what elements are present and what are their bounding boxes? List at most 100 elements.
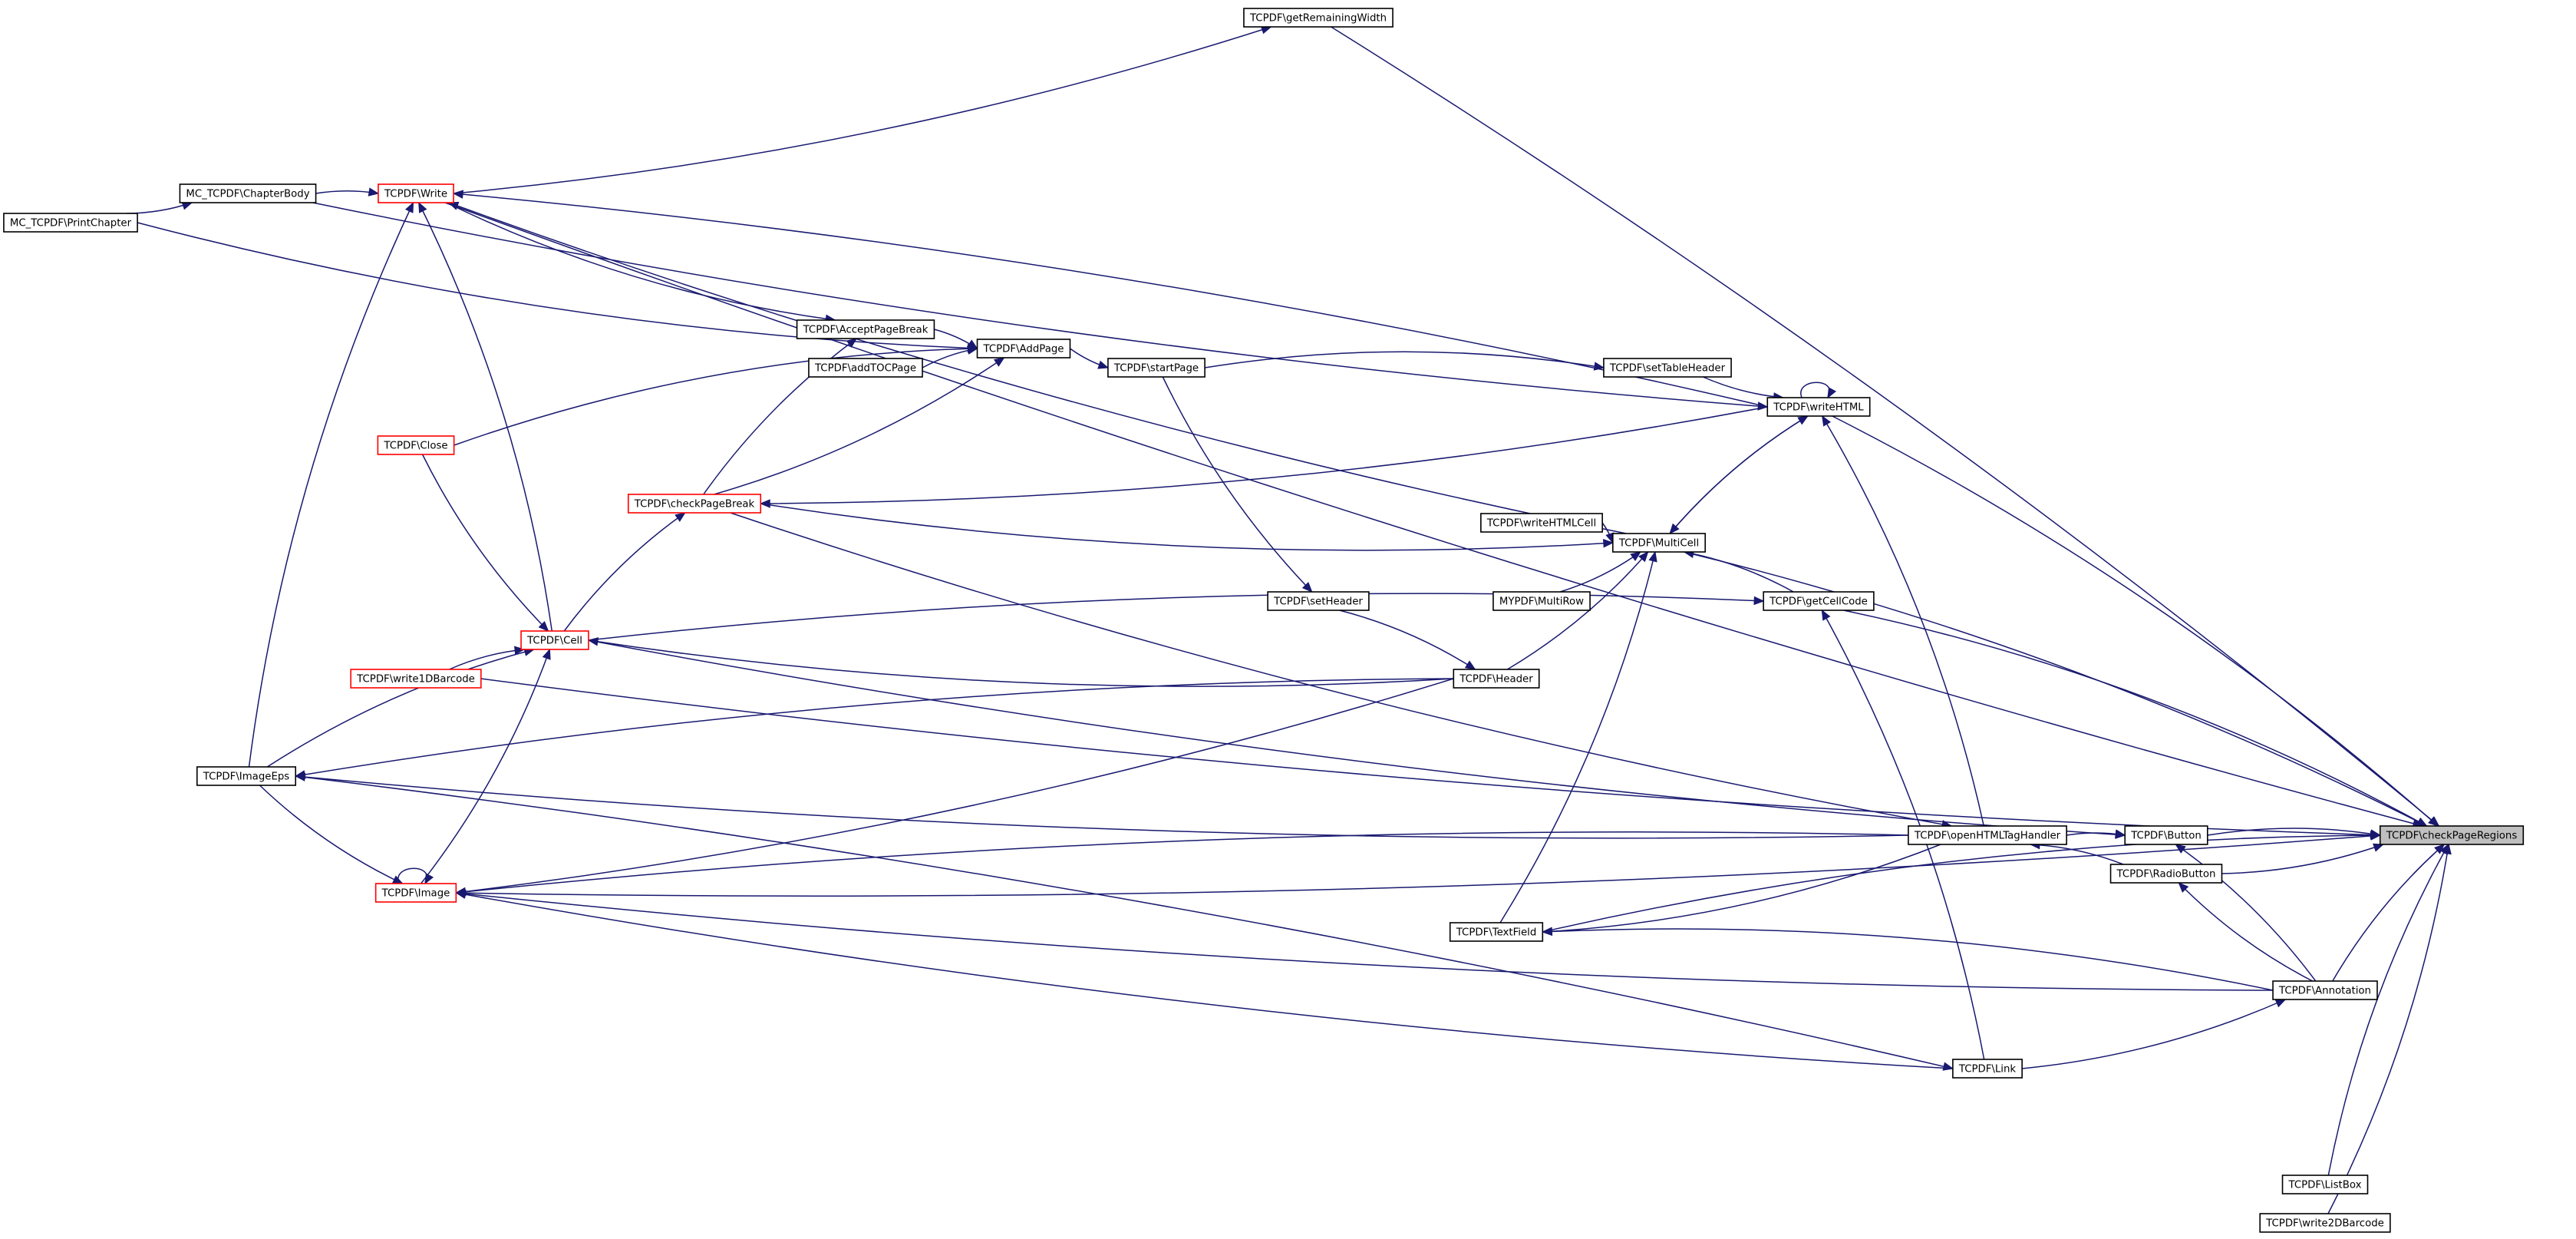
arrowhead bbox=[2416, 817, 2428, 827]
node-box bbox=[808, 358, 923, 378]
node-header[interactable]: TCPDF\Header bbox=[1453, 669, 1540, 689]
node-box bbox=[3, 213, 138, 233]
edge-line bbox=[421, 649, 551, 884]
node-box bbox=[378, 183, 454, 203]
arrowhead bbox=[759, 499, 770, 508]
arrowhead bbox=[1942, 1062, 1954, 1071]
node-box bbox=[196, 766, 297, 786]
edge-line bbox=[312, 202, 1768, 408]
node-write2DBarcode[interactable]: TCPDF\write2DBarcode bbox=[2259, 1213, 2391, 1233]
node-writeHTML[interactable]: TCPDF\writeHTML bbox=[1766, 397, 1871, 417]
edge-line bbox=[2221, 844, 2383, 874]
node-box bbox=[2259, 1213, 2391, 1233]
node-multiRow[interactable]: MYPDF\MultiRow bbox=[1492, 591, 1591, 611]
node-acceptPageBreak[interactable]: TCPDF\AcceptPageBreak bbox=[796, 319, 935, 339]
arrowhead bbox=[2178, 882, 2189, 893]
node-close[interactable]: TCPDF\Close bbox=[377, 435, 455, 455]
node-printChapter[interactable]: MC_TCPDF\PrintChapter bbox=[3, 213, 138, 233]
node-radioButton[interactable]: TCPDF\RadioButton bbox=[2109, 864, 2223, 884]
node-startPage[interactable]: TCPDF\startPage bbox=[1107, 358, 1206, 378]
node-setTableHeader[interactable]: TCPDF\setTableHeader bbox=[1603, 358, 1732, 378]
edge-image-to-cell bbox=[421, 648, 551, 884]
node-label: TCPDF\setHeader bbox=[1273, 596, 1363, 608]
node-button[interactable]: TCPDF\Button bbox=[2124, 825, 2208, 845]
edge-line bbox=[456, 831, 1908, 894]
node-write1DBarcode[interactable]: TCPDF\write1DBarcode bbox=[350, 669, 482, 689]
edge-line bbox=[2327, 844, 2449, 1214]
node-box bbox=[796, 319, 935, 339]
edge-writeHTML-to-multiCell bbox=[1669, 415, 1809, 534]
node-openHTMLTagHandler[interactable]: TCPDF\openHTMLTagHandler bbox=[1908, 825, 2067, 845]
node-annotation[interactable]: TCPDF\Annotation bbox=[2272, 980, 2378, 1000]
node-getCellCode[interactable]: TCPDF\getCellCode bbox=[1763, 591, 1875, 611]
edge-line bbox=[1800, 382, 1830, 398]
arrowhead bbox=[1821, 609, 1831, 621]
edge-listBox-to-checkPageRegions bbox=[2327, 843, 2449, 1176]
edge-line bbox=[456, 892, 1953, 1069]
node-cell[interactable]: TCPDF\Cell bbox=[520, 630, 589, 650]
edge-radioButton-to-checkPageRegions bbox=[2221, 843, 2384, 874]
node-checkPageRegions[interactable]: TCPDF\checkPageRegions bbox=[2379, 825, 2525, 845]
edge-writeHTML-to-checkPageRegions bbox=[1832, 415, 2439, 827]
edge-line bbox=[453, 26, 1272, 194]
arrowhead bbox=[1753, 596, 1765, 606]
node-multiCell[interactable]: TCPDF\MultiCell bbox=[1612, 533, 1706, 553]
node-addTOCPage[interactable]: TCPDF\addTOCPage bbox=[808, 358, 923, 378]
edge-line bbox=[1669, 415, 1809, 534]
node-imageEps[interactable]: TCPDF\ImageEps bbox=[196, 766, 297, 786]
node-label: TCPDF\getCellCode bbox=[1769, 596, 1868, 608]
edge-line bbox=[126, 202, 193, 214]
node-getRemainingWidth[interactable]: TCPDF\getRemainingWidth bbox=[1243, 8, 1394, 28]
edge-checkPageBreak-to-openHTMLTagHandler bbox=[730, 512, 1953, 829]
node-box bbox=[520, 630, 589, 650]
node-link[interactable]: TCPDF\Link bbox=[1952, 1059, 2023, 1079]
node-box bbox=[1107, 358, 1206, 378]
node-image[interactable]: TCPDF\Image bbox=[374, 883, 457, 903]
arrowhead bbox=[967, 344, 978, 354]
arrowhead bbox=[542, 648, 551, 660]
node-box bbox=[374, 883, 457, 903]
node-writeHTMLCell[interactable]: TCPDF\writeHTMLCell bbox=[1480, 513, 1603, 533]
node-label: TCPDF\ImageEps bbox=[203, 771, 289, 783]
edge-annotation-to-radioButton bbox=[2178, 882, 2314, 982]
node-box bbox=[2379, 825, 2525, 845]
node-label: TCPDF\writeHTMLCell bbox=[1486, 518, 1596, 530]
edge-link-to-annotation bbox=[2022, 999, 2287, 1069]
edge-close-to-addPage bbox=[454, 344, 978, 446]
edge-writeHTML-to-checkPageBreak bbox=[759, 406, 1768, 508]
edge-imageEps-to-write bbox=[248, 201, 414, 768]
edge-line bbox=[2327, 844, 2449, 1176]
node-box bbox=[377, 435, 455, 455]
node-label: MC_TCPDF\ChapterBody bbox=[186, 189, 309, 200]
edge-line bbox=[248, 202, 414, 768]
node-chapterBody[interactable]: MC_TCPDF\ChapterBody bbox=[179, 183, 317, 203]
node-label: TCPDF\Cell bbox=[526, 636, 582, 647]
edge-link-to-image bbox=[455, 890, 1953, 1069]
node-label: MC_TCPDF\PrintChapter bbox=[10, 218, 132, 230]
node-box bbox=[1449, 922, 1544, 942]
edge-header-to-image bbox=[455, 678, 1454, 897]
arrowhead bbox=[1630, 551, 1641, 561]
edge-line bbox=[456, 678, 1454, 894]
edge-annotation-to-checkPageRegions bbox=[2332, 844, 2446, 982]
node-label: TCPDF\ListBox bbox=[2288, 1180, 2362, 1191]
node-write[interactable]: TCPDF\Write bbox=[378, 183, 454, 203]
node-listBox[interactable]: TCPDF\ListBox bbox=[2281, 1175, 2369, 1194]
edge-line bbox=[563, 512, 686, 632]
edge-annotation-to-textField bbox=[1542, 927, 2274, 991]
node-checkPageBreak[interactable]: TCPDF\checkPageBreak bbox=[627, 494, 762, 514]
edge-line bbox=[446, 202, 836, 321]
node-textField[interactable]: TCPDF\TextField bbox=[1449, 922, 1544, 942]
edge-writeHTML-to-writeHTML bbox=[1800, 382, 1837, 399]
arrowhead bbox=[1464, 660, 1476, 670]
edge-line bbox=[1559, 551, 1641, 593]
edge-line bbox=[480, 678, 2380, 836]
edge-multiCell-to-write bbox=[447, 201, 1627, 534]
node-addPage[interactable]: TCPDF\AddPage bbox=[976, 339, 1071, 358]
edge-line bbox=[588, 639, 2126, 836]
arrowhead bbox=[1602, 539, 1615, 548]
arrowhead bbox=[404, 201, 414, 213]
edge-line bbox=[1822, 415, 1985, 827]
node-setHeader[interactable]: TCPDF\setHeader bbox=[1267, 591, 1370, 611]
edge-startPage-to-setTableHeader bbox=[1204, 351, 1605, 371]
